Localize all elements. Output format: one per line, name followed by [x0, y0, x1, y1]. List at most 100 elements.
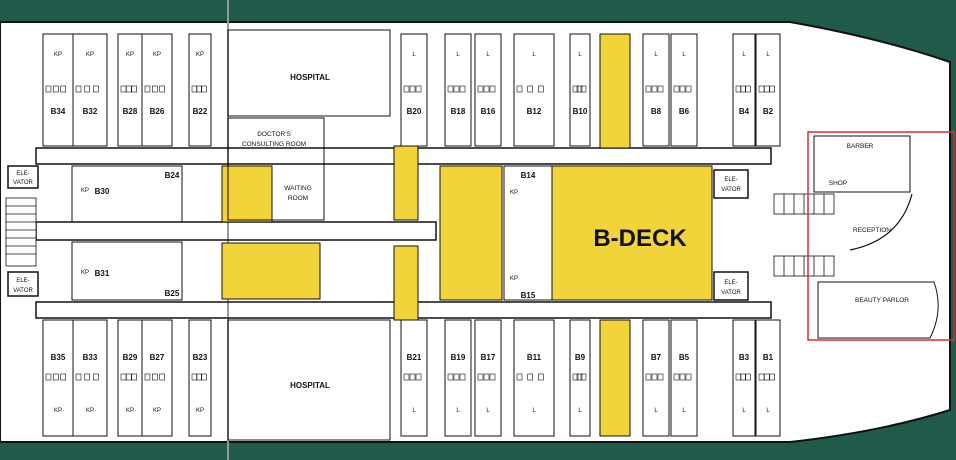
furniture-icon	[673, 85, 680, 93]
cabin-label-b27: B27	[150, 353, 165, 362]
cabin-b10	[569, 33, 591, 147]
cabin-b11	[513, 319, 555, 437]
elevator-mid-top	[713, 169, 749, 199]
cabin-label-b34: B34	[51, 107, 66, 116]
cabin-marker-b29: KP	[126, 408, 134, 414]
furniture-icon	[527, 373, 533, 381]
furniture-icon	[152, 373, 158, 381]
furniture-icon	[459, 373, 466, 381]
cabin-label-b5: B5	[679, 353, 690, 362]
cabin-label-b14: B14	[521, 171, 536, 180]
furniture-icon	[572, 85, 579, 93]
cabin-label-b10: B10	[573, 107, 588, 116]
elevator-left-top	[7, 165, 39, 189]
cabin-marker-b22: KP	[196, 52, 204, 58]
furniture-icon	[685, 85, 692, 93]
cabin-label-b26: B26	[150, 107, 165, 116]
furniture-icon	[75, 85, 82, 93]
cabin-b16	[474, 33, 502, 147]
furniture-icon	[403, 85, 410, 93]
barber-shop-room	[813, 135, 911, 193]
beauty-parlor-room	[817, 281, 939, 339]
cabin-label-b12: B12	[527, 107, 542, 116]
cabin-b27	[141, 319, 173, 437]
furniture-icon	[201, 373, 207, 381]
elevator-mid-bottom-l2: VATOR	[721, 290, 741, 296]
cabin-b19	[444, 319, 472, 437]
cabin-marker-b33: KP	[86, 408, 94, 414]
furniture-icon	[576, 85, 583, 93]
elevator-mid-bottom-l1: ELE-	[724, 280, 737, 286]
cabin-b4	[732, 33, 756, 147]
cabin-marker-b28: KP	[126, 52, 134, 58]
cabin-marker-b10: L	[578, 52, 582, 58]
cabin-label-b22: B22	[193, 107, 208, 116]
cabin-b17	[474, 319, 502, 437]
furniture-icon	[572, 373, 579, 381]
cabin-marker-b11: L	[532, 408, 536, 414]
cabin-row-top: B34KPB32KPB28KPB26KPB22KPB20LB18LB16LB12…	[42, 33, 781, 147]
furniture-icon	[477, 85, 484, 93]
cabin-b22	[188, 33, 212, 147]
cabin-marker-b1: L	[766, 408, 770, 414]
furniture-icon	[60, 85, 66, 93]
furniture-icon	[769, 85, 775, 93]
hospital-top-room	[227, 29, 391, 117]
furniture-icon	[84, 373, 90, 381]
cabin-b2	[755, 33, 781, 147]
furniture-icon	[735, 373, 742, 381]
cabin-marker-b23: KP	[196, 408, 204, 414]
cabin-row-bottom: B35KPB33KPB29KPB27KPB23KPB21LB19LB17LB11…	[42, 319, 781, 437]
cabin-b1	[755, 319, 781, 437]
cabin-b5	[670, 319, 698, 437]
cabin-marker-b27: KP	[153, 408, 161, 414]
furniture-icon	[45, 85, 52, 93]
furniture-icon	[453, 85, 460, 93]
yellow-block-bottom-stair	[599, 319, 631, 437]
furniture-icon	[447, 85, 454, 93]
cabin-label-b29: B29	[123, 353, 138, 362]
cabin-b21	[400, 319, 428, 437]
furniture-icon	[489, 373, 496, 381]
furniture-icon	[453, 373, 460, 381]
cabin-label-b2: B2	[763, 107, 774, 116]
cabin-label-b16: B16	[481, 107, 496, 116]
elevator-mid-top-l1: ELE-	[724, 177, 737, 183]
elevator-left-top-l2: VATOR	[13, 180, 33, 186]
furniture-icon	[53, 373, 59, 381]
furniture-icon	[764, 373, 770, 381]
salon-highlight-frame	[807, 131, 955, 341]
furniture-icon	[679, 373, 686, 381]
furniture-icon	[685, 373, 692, 381]
furniture-icon	[159, 373, 165, 381]
furniture-icon	[447, 373, 454, 381]
furniture-icon	[126, 373, 132, 381]
cabin-marker-b20: L	[412, 52, 416, 58]
elevator-left-bottom-l1: ELE-	[16, 278, 29, 284]
cabin-marker-b21: L	[412, 408, 416, 414]
furniture-icon	[191, 373, 198, 381]
cabin-label-b18: B18	[451, 107, 466, 116]
kp-inner-2: KP	[81, 270, 89, 276]
cabin-marker-b16: L	[486, 52, 490, 58]
deck-title: B-DECK	[593, 225, 687, 252]
doctors-label-1: DOCTOR'S	[257, 131, 291, 138]
elevator-left-bottom-l2: VATOR	[13, 288, 33, 294]
furniture-icon	[657, 373, 664, 381]
furniture-icon	[527, 85, 533, 93]
elevator-mid-bottom	[713, 271, 749, 301]
yellow-block-5	[439, 165, 503, 301]
inner-block-bottom	[71, 241, 183, 301]
kp-inner-1: KP	[81, 188, 89, 194]
cabin-label-b30: B30	[95, 187, 110, 196]
yellow-block-1	[221, 165, 273, 223]
furniture-icon	[152, 85, 158, 93]
cabin-label-b17: B17	[481, 353, 496, 362]
furniture-icon	[580, 85, 587, 93]
furniture-icon	[84, 85, 90, 93]
elevator-left-bottom	[7, 271, 39, 297]
kp-inner-4: KP	[510, 276, 518, 282]
furniture-icon	[538, 373, 544, 381]
furniture-icon	[53, 85, 59, 93]
